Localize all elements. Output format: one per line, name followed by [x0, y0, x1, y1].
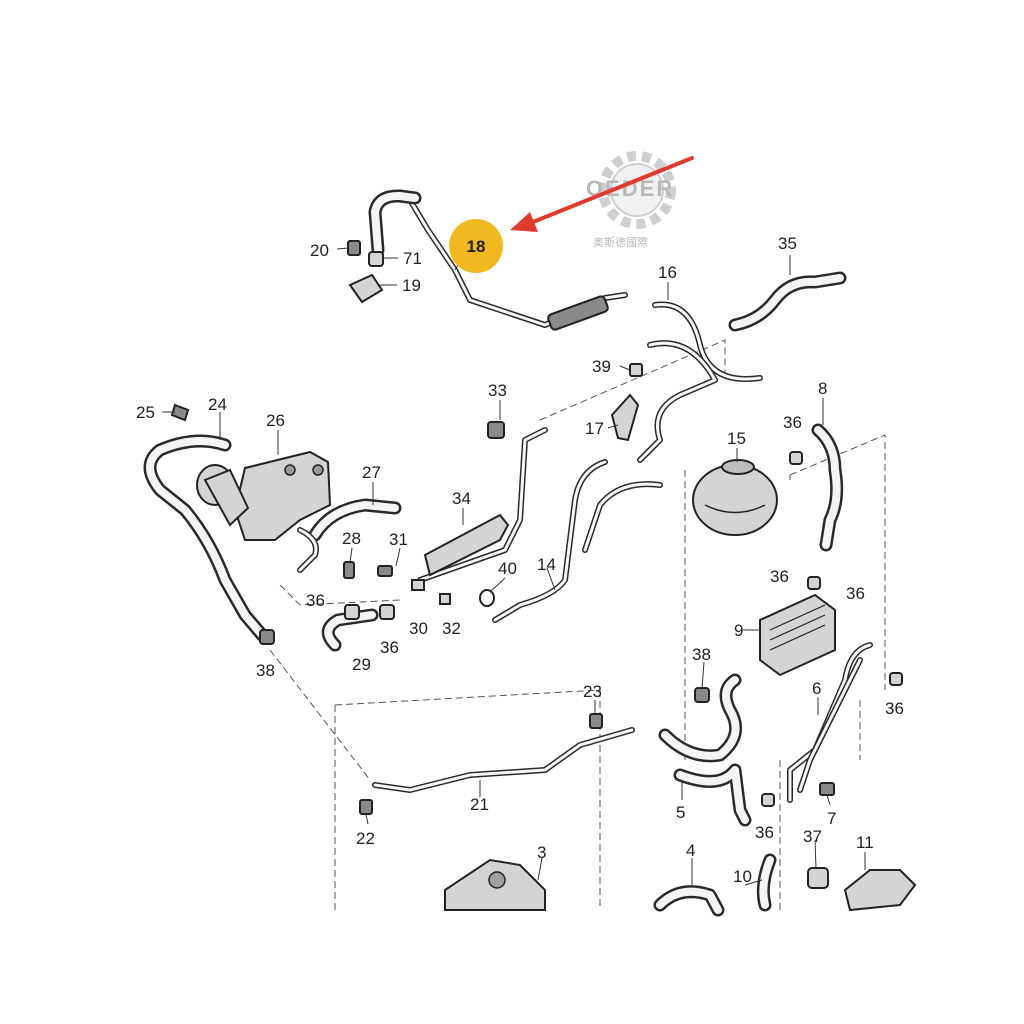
callout-labels: 20 71 19 35 16 39 33 17 15 8 36 25 24 26…: [136, 234, 904, 886]
label-24: 24: [208, 395, 227, 414]
label-14: 14: [537, 555, 556, 574]
components: [170, 240, 917, 912]
red-arrow-icon: [510, 156, 694, 232]
label-32: 32: [442, 619, 461, 638]
plug-38-icon: [259, 629, 710, 703]
clip-37-icon: [807, 867, 829, 889]
pump-3-icon: [444, 858, 546, 911]
clip-71-icon: [368, 251, 384, 267]
label-31: 31: [389, 530, 408, 549]
valve-17-icon: [610, 393, 640, 442]
part-18-highlight: 18: [449, 219, 503, 273]
label-34: 34: [452, 489, 471, 508]
label-20: 20: [310, 241, 329, 260]
label-30: 30: [409, 619, 428, 638]
label-29: 29: [352, 655, 371, 674]
clamp-33-icon: [487, 421, 505, 439]
label-23: 23: [583, 682, 602, 701]
bolt-7-icon: [819, 782, 835, 796]
heat-exchanger-9-icon: [759, 593, 836, 677]
label-36: 36: [755, 823, 774, 842]
label-10: 10: [733, 867, 752, 886]
label-38: 38: [692, 645, 711, 664]
bolt-22-icon: [359, 799, 373, 815]
label-36: 36: [380, 638, 399, 657]
o-ring-40-icon: [479, 589, 495, 607]
label-26: 26: [266, 411, 285, 430]
label-3: 3: [537, 843, 546, 862]
flange-19-icon: [348, 273, 384, 304]
highlight-circle: [449, 219, 503, 273]
bolt-28-icon: [343, 561, 355, 579]
leader-lines: [162, 247, 866, 886]
label-27: 27: [362, 463, 381, 482]
label-25: 25: [136, 403, 155, 422]
label-19: 19: [402, 276, 421, 295]
label-33: 33: [488, 381, 507, 400]
clip-36-icon: [344, 451, 903, 807]
bolt-23-icon: [589, 713, 603, 729]
assembly-dashed-lines: [269, 339, 886, 910]
label-36: 36: [783, 413, 802, 432]
label-36: 36: [306, 591, 325, 610]
label-4: 4: [686, 841, 695, 860]
label-8: 8: [818, 379, 827, 398]
heat-shield-34-icon: [423, 513, 510, 577]
hoses: [143, 189, 873, 917]
label-17: 17: [585, 419, 604, 438]
label-38: 38: [256, 661, 275, 680]
label-36: 36: [846, 584, 865, 603]
label-36: 36: [885, 699, 904, 718]
label-6: 6: [812, 679, 821, 698]
label-35: 35: [778, 234, 797, 253]
label-18: 18: [467, 237, 486, 256]
label-11: 11: [856, 833, 874, 852]
label-36: 36: [770, 567, 789, 586]
bolt-20-icon: [347, 240, 361, 256]
label-5: 5: [676, 803, 685, 822]
label-40: 40: [498, 559, 517, 578]
label-37: 37: [803, 827, 822, 846]
bolt-31-icon: [377, 565, 393, 577]
pump-11-icon: [843, 869, 917, 912]
label-28: 28: [342, 529, 361, 548]
clip-39-icon: [629, 363, 643, 377]
label-39: 39: [592, 357, 611, 376]
clip-32-icon: [439, 593, 451, 605]
label-22: 22: [356, 829, 375, 848]
label-21: 21: [470, 795, 489, 814]
watermark-subtext: 奥斯德國際: [593, 235, 648, 249]
label-7: 7: [827, 809, 836, 828]
label-16: 16: [658, 263, 677, 282]
clip-30-icon: [411, 579, 425, 591]
expansion-tank-15-icon: [692, 459, 778, 536]
label-9: 9: [734, 621, 743, 640]
label-71: 71: [403, 249, 422, 268]
thermostat-housing-26-icon: [196, 450, 332, 541]
label-15: 15: [727, 429, 746, 448]
